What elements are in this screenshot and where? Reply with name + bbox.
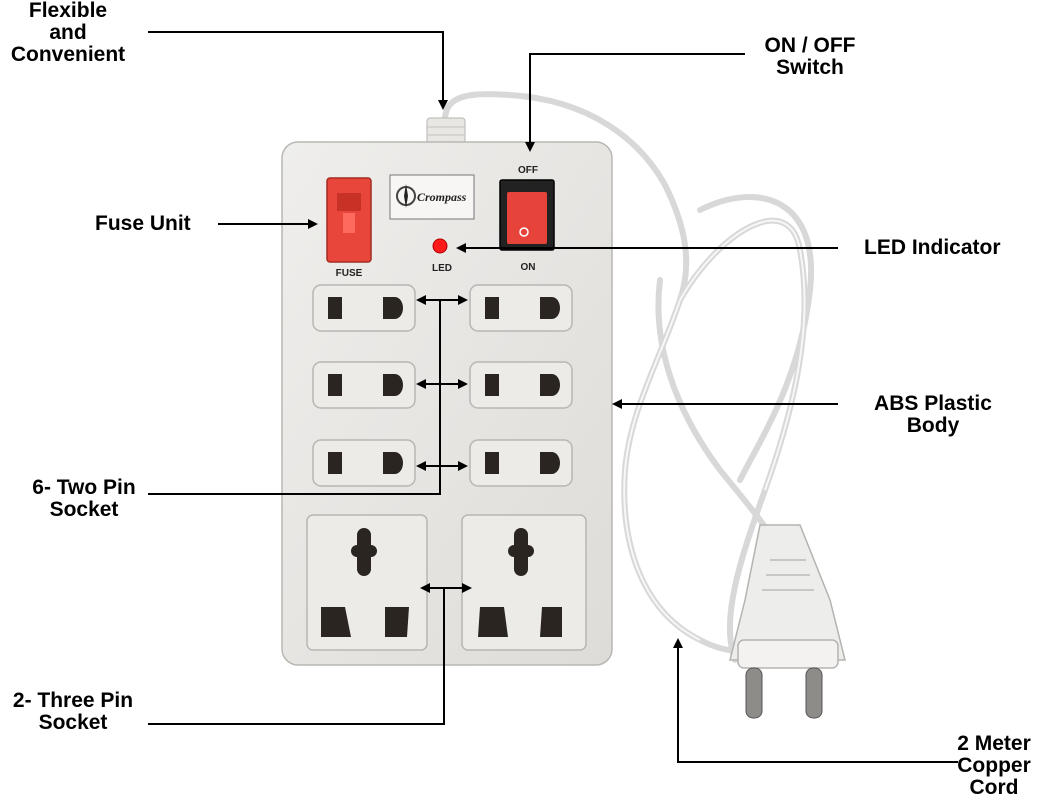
cord-grommet [426, 117, 466, 145]
brand-text: Crompass [417, 190, 467, 204]
label-two-pin: 6- Two Pin Socket [32, 476, 136, 521]
off-text: OFF [518, 165, 538, 176]
power-cord-highlight [623, 219, 806, 641]
callout-leaders [148, 31, 958, 763]
brand-logo [389, 174, 475, 220]
on-text: ON [521, 262, 536, 273]
fuse-unit [326, 177, 372, 263]
on-off-switch [499, 179, 555, 251]
three-pin-socket-holes [321, 528, 562, 637]
label-three-pin: 2- Three Pin Socket [12, 689, 134, 734]
label-cord: 2 Meter Copper Cord [957, 732, 1031, 799]
two-pin-socket-holes [328, 297, 560, 474]
label-abs-body: ABS Plastic Body [874, 392, 992, 437]
label-flexible: Flexible and Convenient [10, 0, 126, 66]
label-fuse-unit: Fuse Unit [95, 212, 191, 235]
label-switch: ON / OFF Switch [764, 34, 856, 79]
label-led-indicator: LED Indicator [864, 236, 1001, 259]
led-light [432, 238, 448, 254]
fuse-text: FUSE [336, 268, 363, 279]
two-pin-plug [729, 524, 846, 719]
two-pin-sockets [312, 284, 573, 487]
led-text: LED [432, 263, 452, 274]
